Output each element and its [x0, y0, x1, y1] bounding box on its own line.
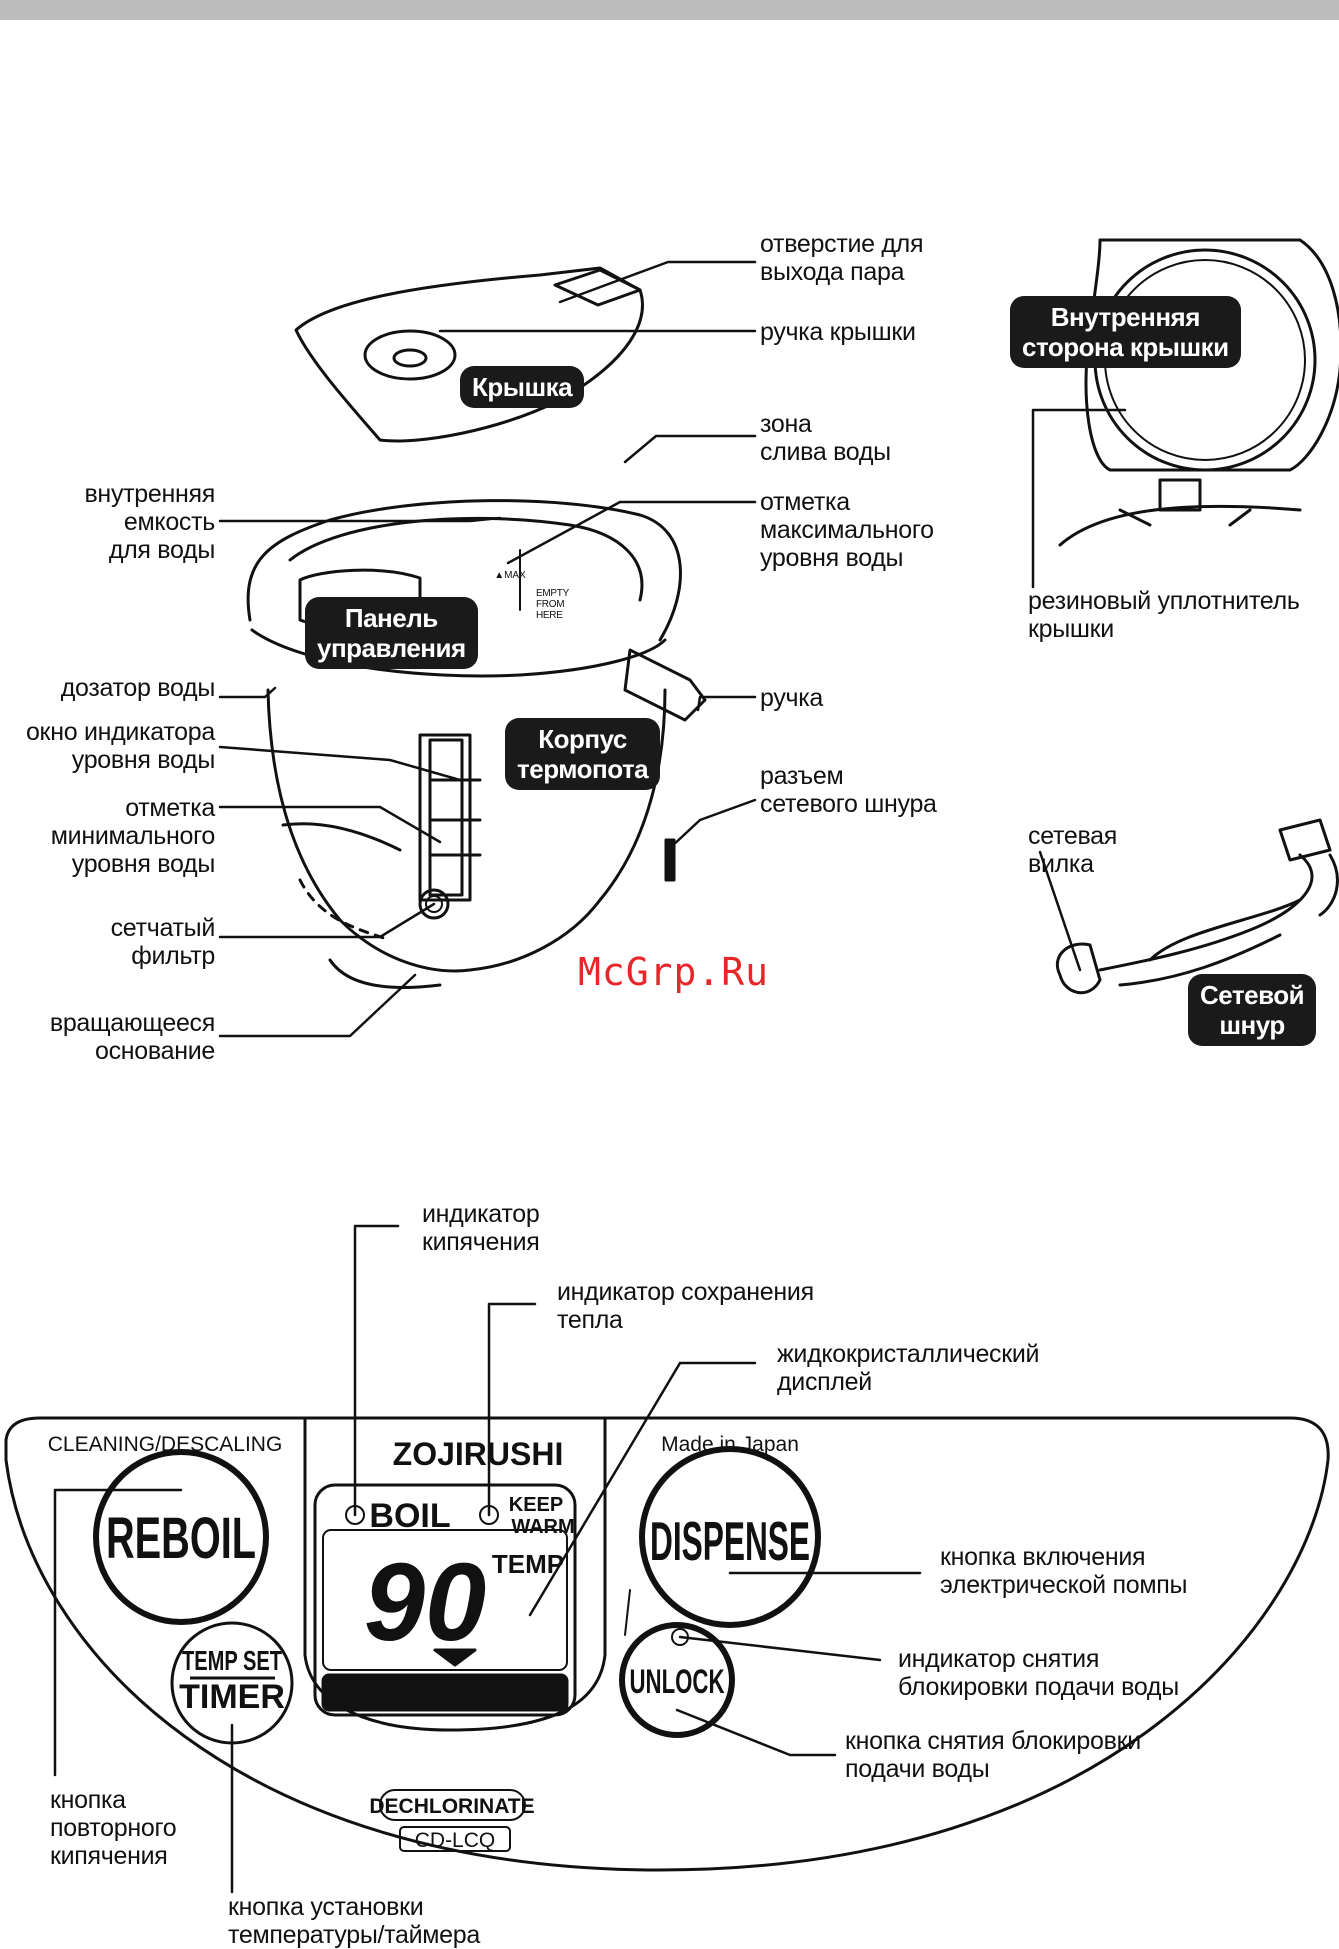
label-steam-vent: отверстие для выхода пара: [760, 230, 924, 286]
boil-text: BOIL: [369, 1497, 450, 1535]
lid-drawing: [294, 266, 644, 443]
panel-brand-text: ZOJIRUSHI: [393, 1436, 564, 1472]
label-level-window: окно индикатора уровня воды: [25, 718, 215, 774]
label-max-mark: отметка максимального уровня воды: [760, 488, 934, 572]
lcd-temp-word: TEMP: [492, 1549, 564, 1579]
max-mark-text: ▲MAX: [494, 570, 526, 581]
label-pour-zone: зона слива воды: [760, 410, 891, 466]
control-panel-drawing: [4, 1416, 1330, 1872]
label-min-mark: отметка минимального уровня воды: [50, 794, 216, 878]
label-handle: ручка: [760, 684, 824, 712]
label-reboil-button: кнопка повторного кипячения: [50, 1786, 177, 1870]
label-keep-warm-indicator: индикатор сохранения тепла: [557, 1278, 814, 1334]
panel-made-in-text: Made in Japan: [661, 1433, 799, 1456]
warm-text: WARM: [511, 1516, 574, 1538]
timer-text: TIMER: [179, 1678, 285, 1716]
label-filter: сетчатый фильтр: [110, 914, 216, 970]
empty-from-here-text: EMPTY FROM HERE: [536, 588, 569, 621]
lcd-temperature-value: 90: [364, 1541, 486, 1664]
label-cord-socket: разъем сетевого шнура: [760, 762, 937, 818]
label-inner-container: внутренняя емкость для воды: [84, 480, 215, 564]
label-unlock-button: кнопка снятия блокировки подачи воды: [845, 1727, 1141, 1783]
label-swivel-base: вращающееся основание: [49, 1009, 215, 1065]
temp-option-2: 90: [438, 1674, 471, 1707]
label-dispense-button: кнопка включения электрической помпы: [940, 1543, 1188, 1599]
temp-option-3: 60: [520, 1674, 553, 1707]
label-lcd: жидкокристаллический дисплей: [777, 1340, 1040, 1396]
unlock-button-text: UNLOCK: [630, 1663, 725, 1701]
panel-cleaning-text: CLEANING/DESCALING: [48, 1433, 283, 1456]
top-bar: [0, 0, 1339, 20]
temp-set-text: TEMP SET: [182, 1645, 282, 1676]
power-cord-drawing: [1055, 818, 1339, 995]
label-unlock-indicator: индикатор снятия блокировки подачи воды: [898, 1645, 1179, 1701]
reboil-button-text: REBOIL: [106, 1506, 256, 1571]
leader-lines: [53, 260, 1127, 1894]
pill-lid: Крышка: [460, 366, 585, 408]
dechlorinate-text: DECHLORINATE: [369, 1795, 534, 1818]
label-plug: сетевая вилка: [1028, 822, 1117, 878]
label-temp-timer-button: кнопка установки температуры/таймера: [228, 1893, 480, 1949]
pill-inner-lid: Внутренняя сторона крышки: [1010, 296, 1241, 368]
temp-option-1: 98: [356, 1674, 389, 1707]
watermark: McGrp.Ru: [578, 950, 770, 994]
dispense-button-text: DISPENSE: [650, 1510, 810, 1572]
label-lid-handle: ручка крышки: [760, 318, 916, 346]
label-boil-indicator: индикатор кипячения: [422, 1200, 540, 1256]
pill-pot-body: Корпус термопота: [505, 718, 661, 790]
label-lid-gasket: резиновый уплотнитель крышки: [1028, 587, 1300, 643]
pill-power-cord: Сетевой шнур: [1188, 974, 1317, 1046]
pill-control-panel: Панель управления: [305, 597, 478, 669]
keep-text: KEEP: [509, 1494, 563, 1516]
inner-lid-drawing: [1058, 238, 1339, 547]
label-dispenser: дозатор воды: [60, 674, 216, 702]
model-text: CD-LCQ: [415, 1829, 496, 1852]
